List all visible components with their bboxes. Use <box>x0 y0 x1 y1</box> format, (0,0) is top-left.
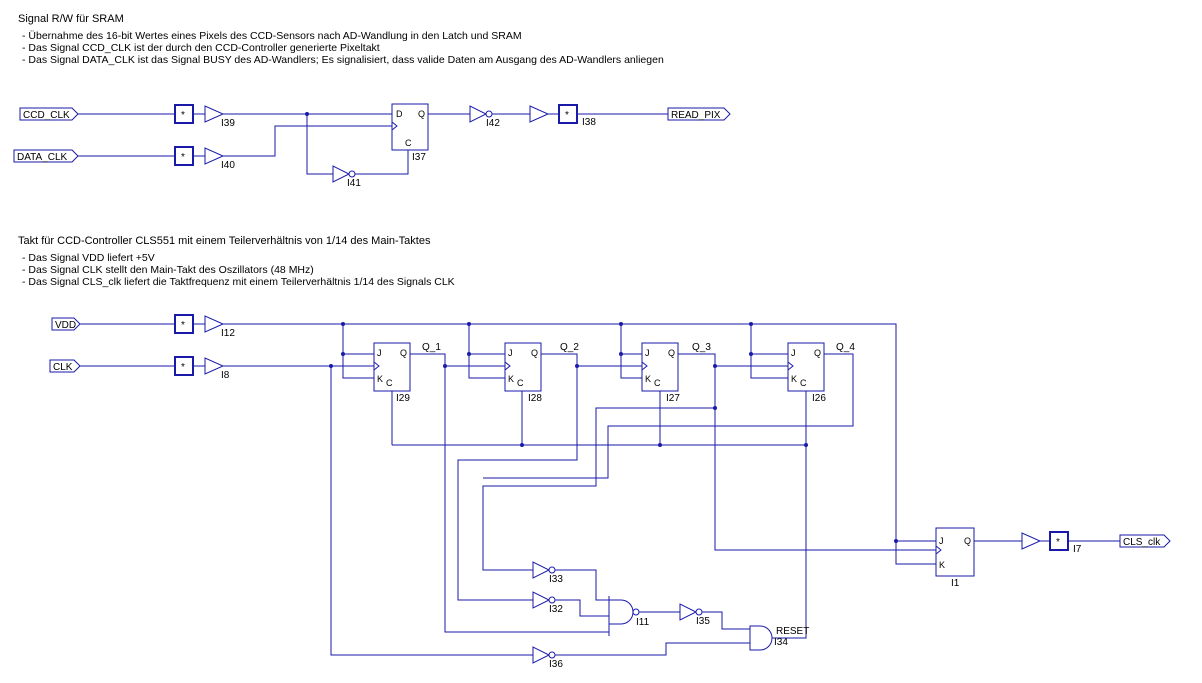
net-q2: Q_2 <box>560 342 579 353</box>
svg-text:K: K <box>939 560 945 570</box>
jk-flip-flop-i26: J Q K C <box>787 342 825 392</box>
label-i1: I1 <box>951 578 960 589</box>
buffer-mark: * <box>174 146 194 166</box>
svg-text:Q: Q <box>668 348 675 358</box>
and-gate-i34 <box>749 625 773 651</box>
jk-flip-flop-i1: J Q K <box>935 527 975 577</box>
svg-text:CCD_CLK: CCD_CLK <box>23 110 70 121</box>
buffer-mark: * <box>174 104 194 124</box>
svg-text:*: * <box>181 110 185 121</box>
label-i35: I35 <box>696 616 710 627</box>
net-q4: Q_4 <box>836 342 855 353</box>
svg-text:C: C <box>405 138 412 148</box>
svg-text:*: * <box>181 320 185 331</box>
d-flip-flop-i37: D Q C <box>391 103 429 151</box>
svg-text:J: J <box>645 348 650 358</box>
buffer-mark: * <box>1049 531 1069 551</box>
section2-note-1: - Das Signal VDD liefert +5V <box>22 252 155 264</box>
label-i37: I37 <box>412 152 426 163</box>
svg-text:DATA_CLK: DATA_CLK <box>17 152 68 163</box>
section1-note-2: - Das Signal CCD_CLK ist der durch den C… <box>22 42 380 54</box>
port-data-clk: DATA_CLK <box>13 149 79 163</box>
svg-text:*: * <box>181 362 185 373</box>
jk-flip-flop-i29: J Q K C <box>373 342 411 392</box>
svg-text:*: * <box>181 152 185 163</box>
svg-text:*: * <box>565 110 569 121</box>
svg-text:CLK: CLK <box>53 362 73 373</box>
label-i27: I27 <box>666 393 680 404</box>
label-i36: I36 <box>549 659 563 670</box>
label-i28: I28 <box>528 393 542 404</box>
net-q3: Q_3 <box>692 342 711 353</box>
buffer <box>1021 532 1041 550</box>
label-i39: I39 <box>221 118 235 129</box>
port-cls-clk: CLS_clk <box>1119 534 1171 548</box>
label-i12: I12 <box>221 328 235 339</box>
label-i38: I38 <box>582 117 596 128</box>
nand-gate-i11 <box>608 596 640 636</box>
svg-text:K: K <box>377 374 383 384</box>
svg-text:Q: Q <box>814 348 821 358</box>
svg-text:CLS_clk: CLS_clk <box>1123 537 1161 548</box>
label-i8: I8 <box>221 370 230 381</box>
label-i34: I34 <box>774 637 788 648</box>
svg-text:VDD: VDD <box>55 320 76 331</box>
svg-text:J: J <box>508 348 513 358</box>
svg-text:C: C <box>654 378 661 388</box>
svg-text:*: * <box>1056 537 1060 548</box>
svg-text:READ_PIX: READ_PIX <box>671 110 721 121</box>
port-vdd: VDD <box>51 317 81 331</box>
net-reset: RESET <box>776 626 809 637</box>
buffer-mark: * <box>558 104 578 124</box>
svg-text:J: J <box>377 348 382 358</box>
section2-note-3: - Das Signal CLS_clk liefert die Taktfre… <box>22 276 455 288</box>
svg-text:K: K <box>791 374 797 384</box>
svg-text:Q: Q <box>418 109 425 119</box>
port-read-pix: READ_PIX <box>667 107 731 121</box>
svg-text:C: C <box>800 378 807 388</box>
svg-text:Q: Q <box>964 536 971 546</box>
svg-text:J: J <box>791 348 796 358</box>
svg-text:Q: Q <box>531 348 538 358</box>
svg-text:C: C <box>517 378 524 388</box>
label-i26: I26 <box>812 393 826 404</box>
svg-text:Q: Q <box>400 348 407 358</box>
jk-flip-flop-i28: J Q K C <box>504 342 542 392</box>
label-i7: I7 <box>1073 544 1082 555</box>
label-i32: I32 <box>549 604 563 615</box>
svg-text:C: C <box>386 378 393 388</box>
svg-text:J: J <box>939 536 944 546</box>
label-i11: I11 <box>636 617 650 628</box>
svg-text:K: K <box>645 374 651 384</box>
section2-note-2: - Das Signal CLK stellt den Main-Takt de… <box>22 264 314 276</box>
port-clk: CLK <box>49 359 81 373</box>
label-i29: I29 <box>396 393 410 404</box>
buffer <box>529 105 549 123</box>
label-i42: I42 <box>486 118 500 129</box>
jk-flip-flop-i27: J Q K C <box>641 342 679 392</box>
section1-note-1: - Übernahme des 16-bit Wertes eines Pixe… <box>22 30 522 42</box>
section1-note-3: - Das Signal DATA_CLK ist das Signal BUS… <box>22 54 664 66</box>
buffer-mark: * <box>174 356 194 376</box>
svg-text:K: K <box>508 374 514 384</box>
label-i33: I33 <box>549 574 563 585</box>
section2-title: Takt für CCD-Controller CLS551 mit einem… <box>18 235 431 247</box>
label-i40: I40 <box>221 160 235 171</box>
label-i41: I41 <box>347 178 361 189</box>
svg-text:D: D <box>396 109 403 119</box>
port-ccd-clk: CCD_CLK <box>19 107 79 121</box>
net-q1: Q_1 <box>422 342 441 353</box>
section1-title: Signal R/W für SRAM <box>18 13 124 25</box>
buffer-mark: * <box>174 314 194 334</box>
